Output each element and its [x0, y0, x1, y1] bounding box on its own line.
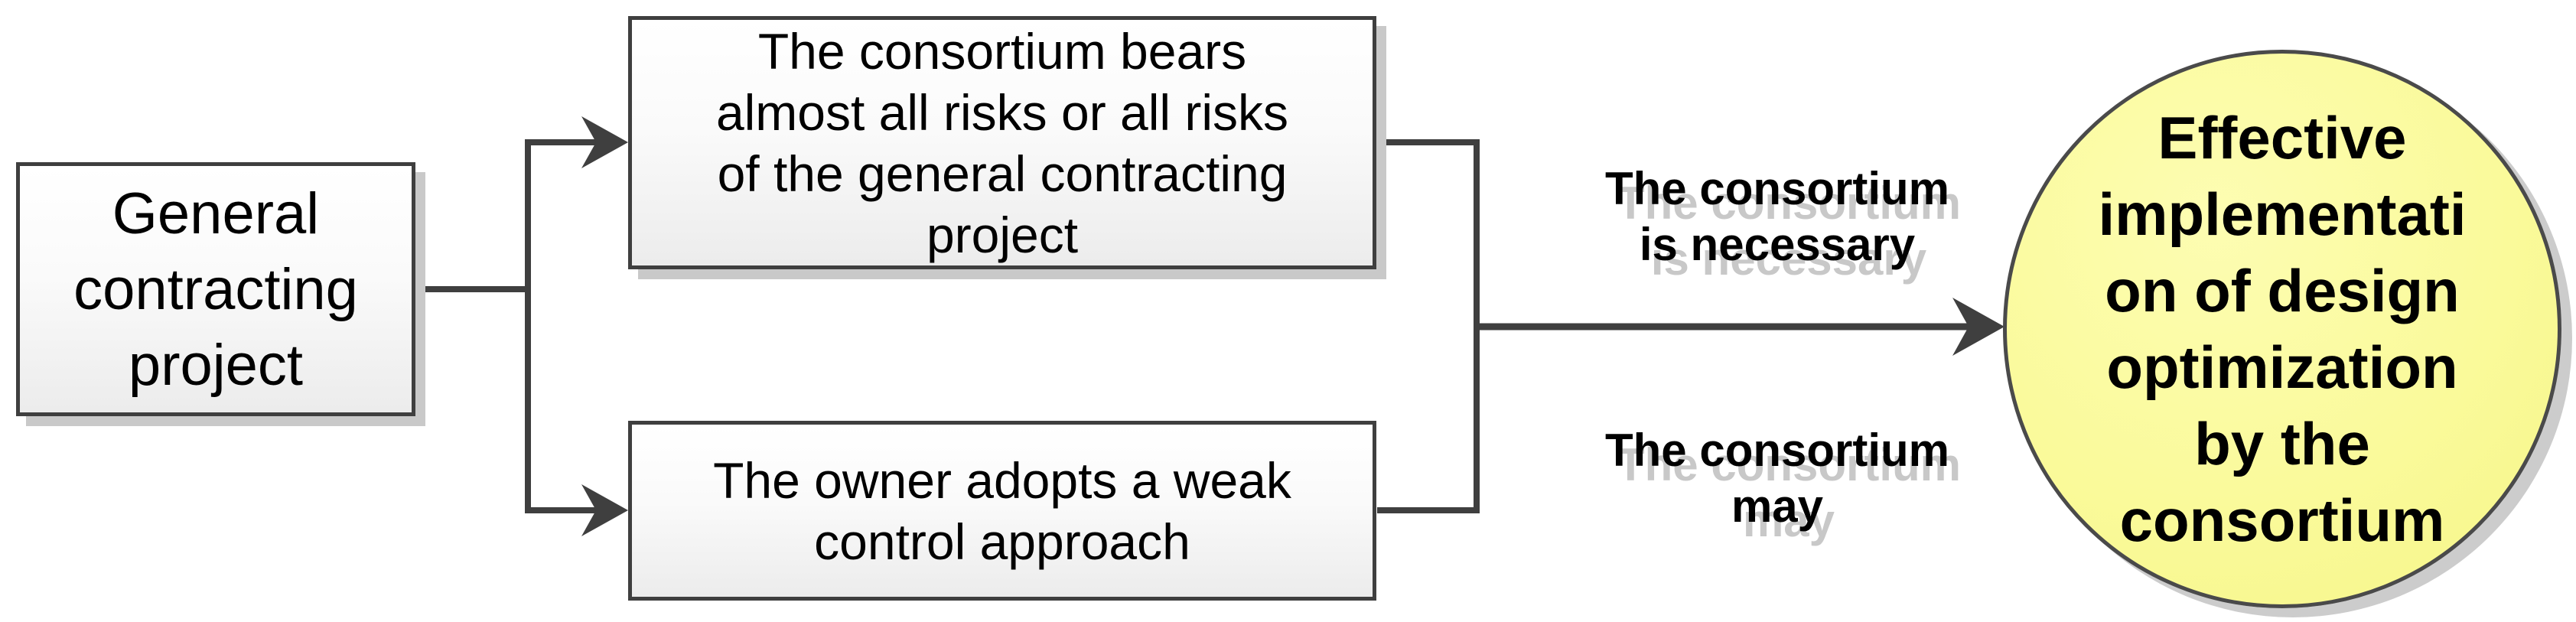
connector-bracket-right — [1377, 139, 1480, 513]
source-box: General contracting project — [16, 162, 415, 416]
outcome-circle: Effective implementati on of design opti… — [2003, 50, 2561, 608]
condition-box-top-label: The consortium bears almost all risks or… — [715, 22, 1289, 263]
edge-label-necessary: The consortium is necessary — [1604, 163, 1950, 270]
connector-branch-left — [525, 139, 598, 513]
source-box-label: General contracting project — [73, 181, 358, 398]
outcome-circle-label: Effective implementati on of design opti… — [2098, 104, 2467, 554]
arrowhead-to-condition-bottom — [581, 484, 628, 536]
condition-box-top: The consortium bears almost all risks or… — [628, 16, 1376, 269]
condition-box-bottom: The owner adopts a weak control approach — [628, 421, 1376, 601]
arrowhead-to-outcome — [1952, 298, 2004, 356]
arrowhead-to-condition-top — [581, 116, 628, 168]
condition-box-bottom-label: The owner adopts a weak control approach — [713, 451, 1291, 570]
edge-label-may: The consortium may — [1604, 425, 1950, 532]
